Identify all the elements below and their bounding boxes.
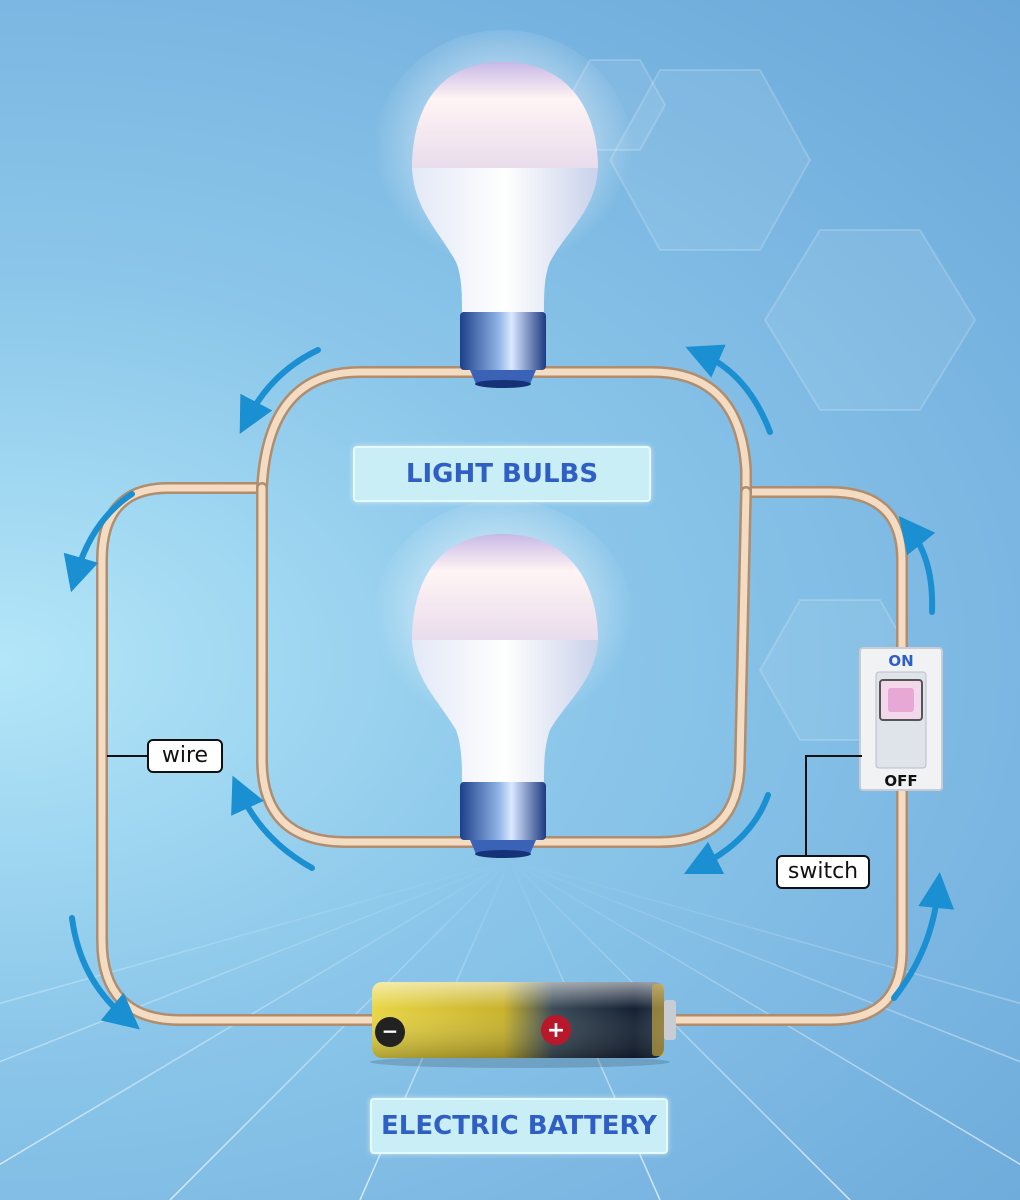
arrow-top-left — [239, 347, 321, 434]
switch-callout: switch — [776, 855, 870, 889]
arrow-inner-left — [231, 775, 315, 871]
current-arrows — [63, 344, 955, 1030]
arrow-right-upper — [898, 515, 936, 615]
arrow-left-lower — [69, 915, 140, 1030]
battery — [370, 982, 676, 1068]
arrow-top-right — [685, 344, 773, 435]
light-bulbs-label: LIGHT BULBS — [353, 446, 651, 502]
switch[interactable] — [859, 647, 943, 791]
arrow-inner-right — [683, 792, 771, 875]
electric-battery-label: ELECTRIC BATTERY — [370, 1098, 668, 1154]
wire-callout: wire — [147, 739, 223, 773]
callout-lines — [107, 755, 862, 855]
switch-on-text: ON — [888, 652, 913, 670]
bulb-bottom — [373, 500, 633, 858]
switch-off-text: OFF — [884, 772, 917, 790]
battery-negative-symbol: − — [382, 1019, 399, 1043]
arrow-left-upper — [63, 491, 135, 593]
battery-positive-symbol: + — [547, 1018, 565, 1043]
arrow-right-lower — [891, 872, 955, 1001]
bulb-top — [373, 30, 633, 388]
